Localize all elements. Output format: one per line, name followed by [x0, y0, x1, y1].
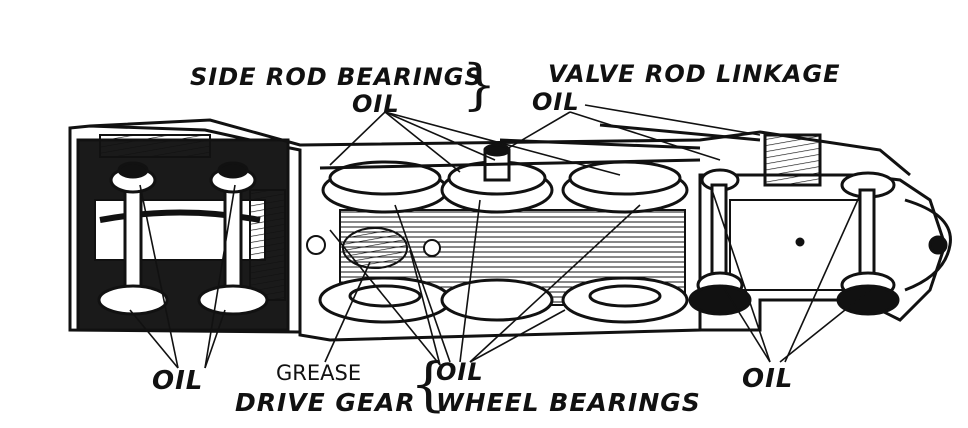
- label-wheel-bearings: WHEEL BEARINGS: [436, 388, 701, 417]
- label-valve-rod-oil: OIL: [532, 88, 580, 116]
- label-side-rod-oil: OIL: [352, 90, 400, 118]
- label-drive-gear: DRIVE GEAR: [235, 388, 416, 417]
- brace-wheel: {: [410, 350, 447, 418]
- drive-wheels-bottom: [318, 276, 689, 324]
- label-valve-rod-linkage: VALVE ROD LINKAGE: [548, 60, 841, 88]
- leader-lines: [129, 104, 871, 369]
- label-side-rod-bearings: SIDE ROD BEARINGS: [190, 63, 483, 91]
- label-oil-left: OIL: [152, 366, 204, 396]
- brace-side-rod: }: [462, 53, 497, 116]
- front-truck-wheels: [688, 168, 900, 316]
- label-wheel-oil: OIL: [436, 358, 484, 386]
- drive-wheels-top: [321, 143, 689, 214]
- drive-gear: [306, 227, 441, 269]
- rear-truck-wheels: [97, 161, 269, 316]
- label-grease: GREASE: [276, 361, 362, 385]
- side-rods: [319, 123, 822, 187]
- label-oil-right: OIL: [742, 364, 794, 394]
